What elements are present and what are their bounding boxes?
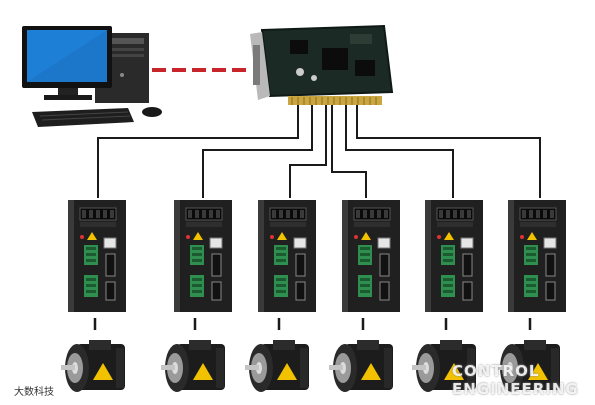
wire-drive-3 <box>289 105 327 198</box>
watermark-text: 大数科技 <box>14 387 54 398</box>
servo-drive-icon <box>68 200 126 312</box>
wire-drive-6 <box>356 105 541 198</box>
servo-drive-icon <box>425 200 483 312</box>
motion-control-card-icon <box>250 24 394 105</box>
wiring <box>97 105 541 198</box>
servo-motor-icon <box>161 318 225 392</box>
servo-drive-icon <box>508 200 566 312</box>
watermark-logo-text: CONTROL ENGINEERING <box>452 362 579 398</box>
servo-motor-icon <box>329 318 393 392</box>
servo-drive-icon <box>342 200 400 312</box>
wire-drive-5 <box>345 105 454 198</box>
servo-motor-icon <box>412 318 476 392</box>
servo-drive-icon <box>174 200 232 312</box>
servo-motors <box>61 318 560 392</box>
servo-drives <box>68 200 566 312</box>
servo-motor-icon <box>245 318 309 392</box>
servo-motor-icon <box>61 318 125 392</box>
wire-drive-4 <box>331 105 367 198</box>
desktop-computer-icon <box>22 26 162 127</box>
servo-drive-icon <box>258 200 316 312</box>
wire-drive-1 <box>97 105 299 198</box>
wire-drive-2 <box>202 105 313 198</box>
servo-motor-icon <box>496 318 560 392</box>
